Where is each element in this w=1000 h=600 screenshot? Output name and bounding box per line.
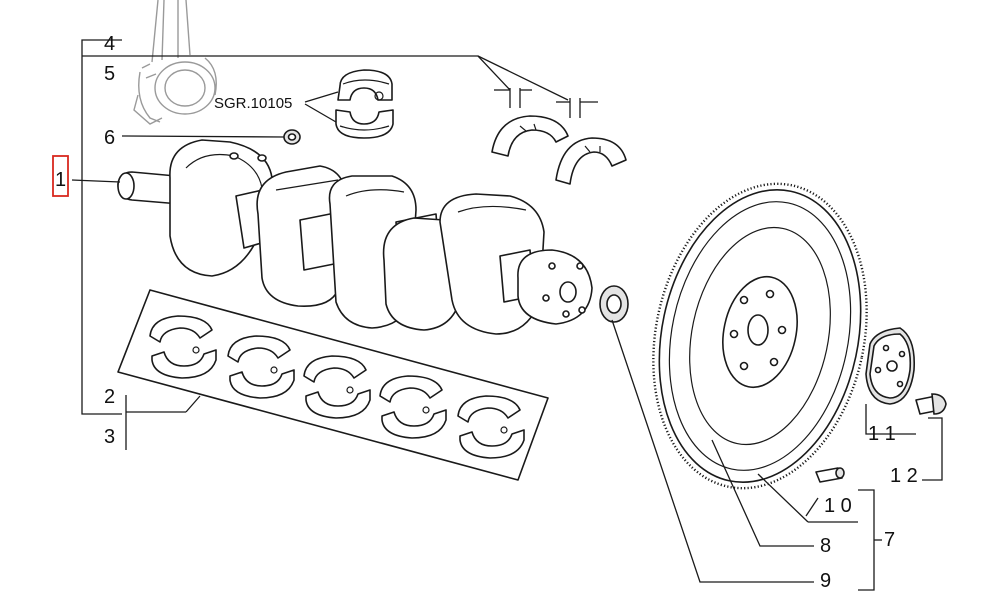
thrust-washer-dimension-marks: [494, 88, 598, 118]
thrust-washer-left: [491, 115, 569, 157]
leader-lines: [71, 39, 943, 591]
callout-4[interactable]: 4: [104, 33, 115, 55]
selected-part-highlight: [52, 155, 69, 197]
callout-1[interactable]: 1: [55, 169, 66, 191]
callout-8[interactable]: 8: [820, 535, 831, 557]
main-bearing-shell-set: [227, 335, 295, 399]
thrust-washer-right: [555, 137, 627, 185]
flywheel-retaining-plate: [865, 327, 916, 405]
rod-bearing-shells-pair: [335, 69, 394, 139]
flywheel: [652, 182, 868, 490]
callout-2[interactable]: 2: [104, 386, 115, 408]
connecting-rod-illustration: [133, 0, 217, 125]
main-bearing-shells-panel: [117, 289, 549, 481]
main-bearing-shell-set: [379, 375, 447, 439]
callout-10[interactable]: 1 0: [824, 495, 852, 517]
callout-12[interactable]: 1 2: [890, 465, 918, 487]
callout-7[interactable]: 7: [884, 529, 895, 551]
pilot-bushing-small: [283, 129, 301, 145]
callout-5[interactable]: 5: [104, 63, 115, 85]
flywheel-bolt: [915, 393, 947, 415]
crankshaft-rear-bushing: [599, 285, 629, 323]
reference-code-label[interactable]: SGR.10105: [214, 95, 292, 112]
callout-3[interactable]: 3: [104, 426, 115, 448]
crankshaft: [117, 139, 593, 335]
dowel-pin: [815, 467, 845, 483]
main-bearing-shell-set: [303, 355, 371, 419]
callout-11[interactable]: 1 1: [868, 423, 896, 445]
callout-6[interactable]: 6: [104, 127, 115, 149]
callout-9[interactable]: 9: [820, 570, 831, 592]
main-bearing-shell-set: [149, 315, 217, 379]
main-bearing-shell-set: [457, 395, 525, 459]
